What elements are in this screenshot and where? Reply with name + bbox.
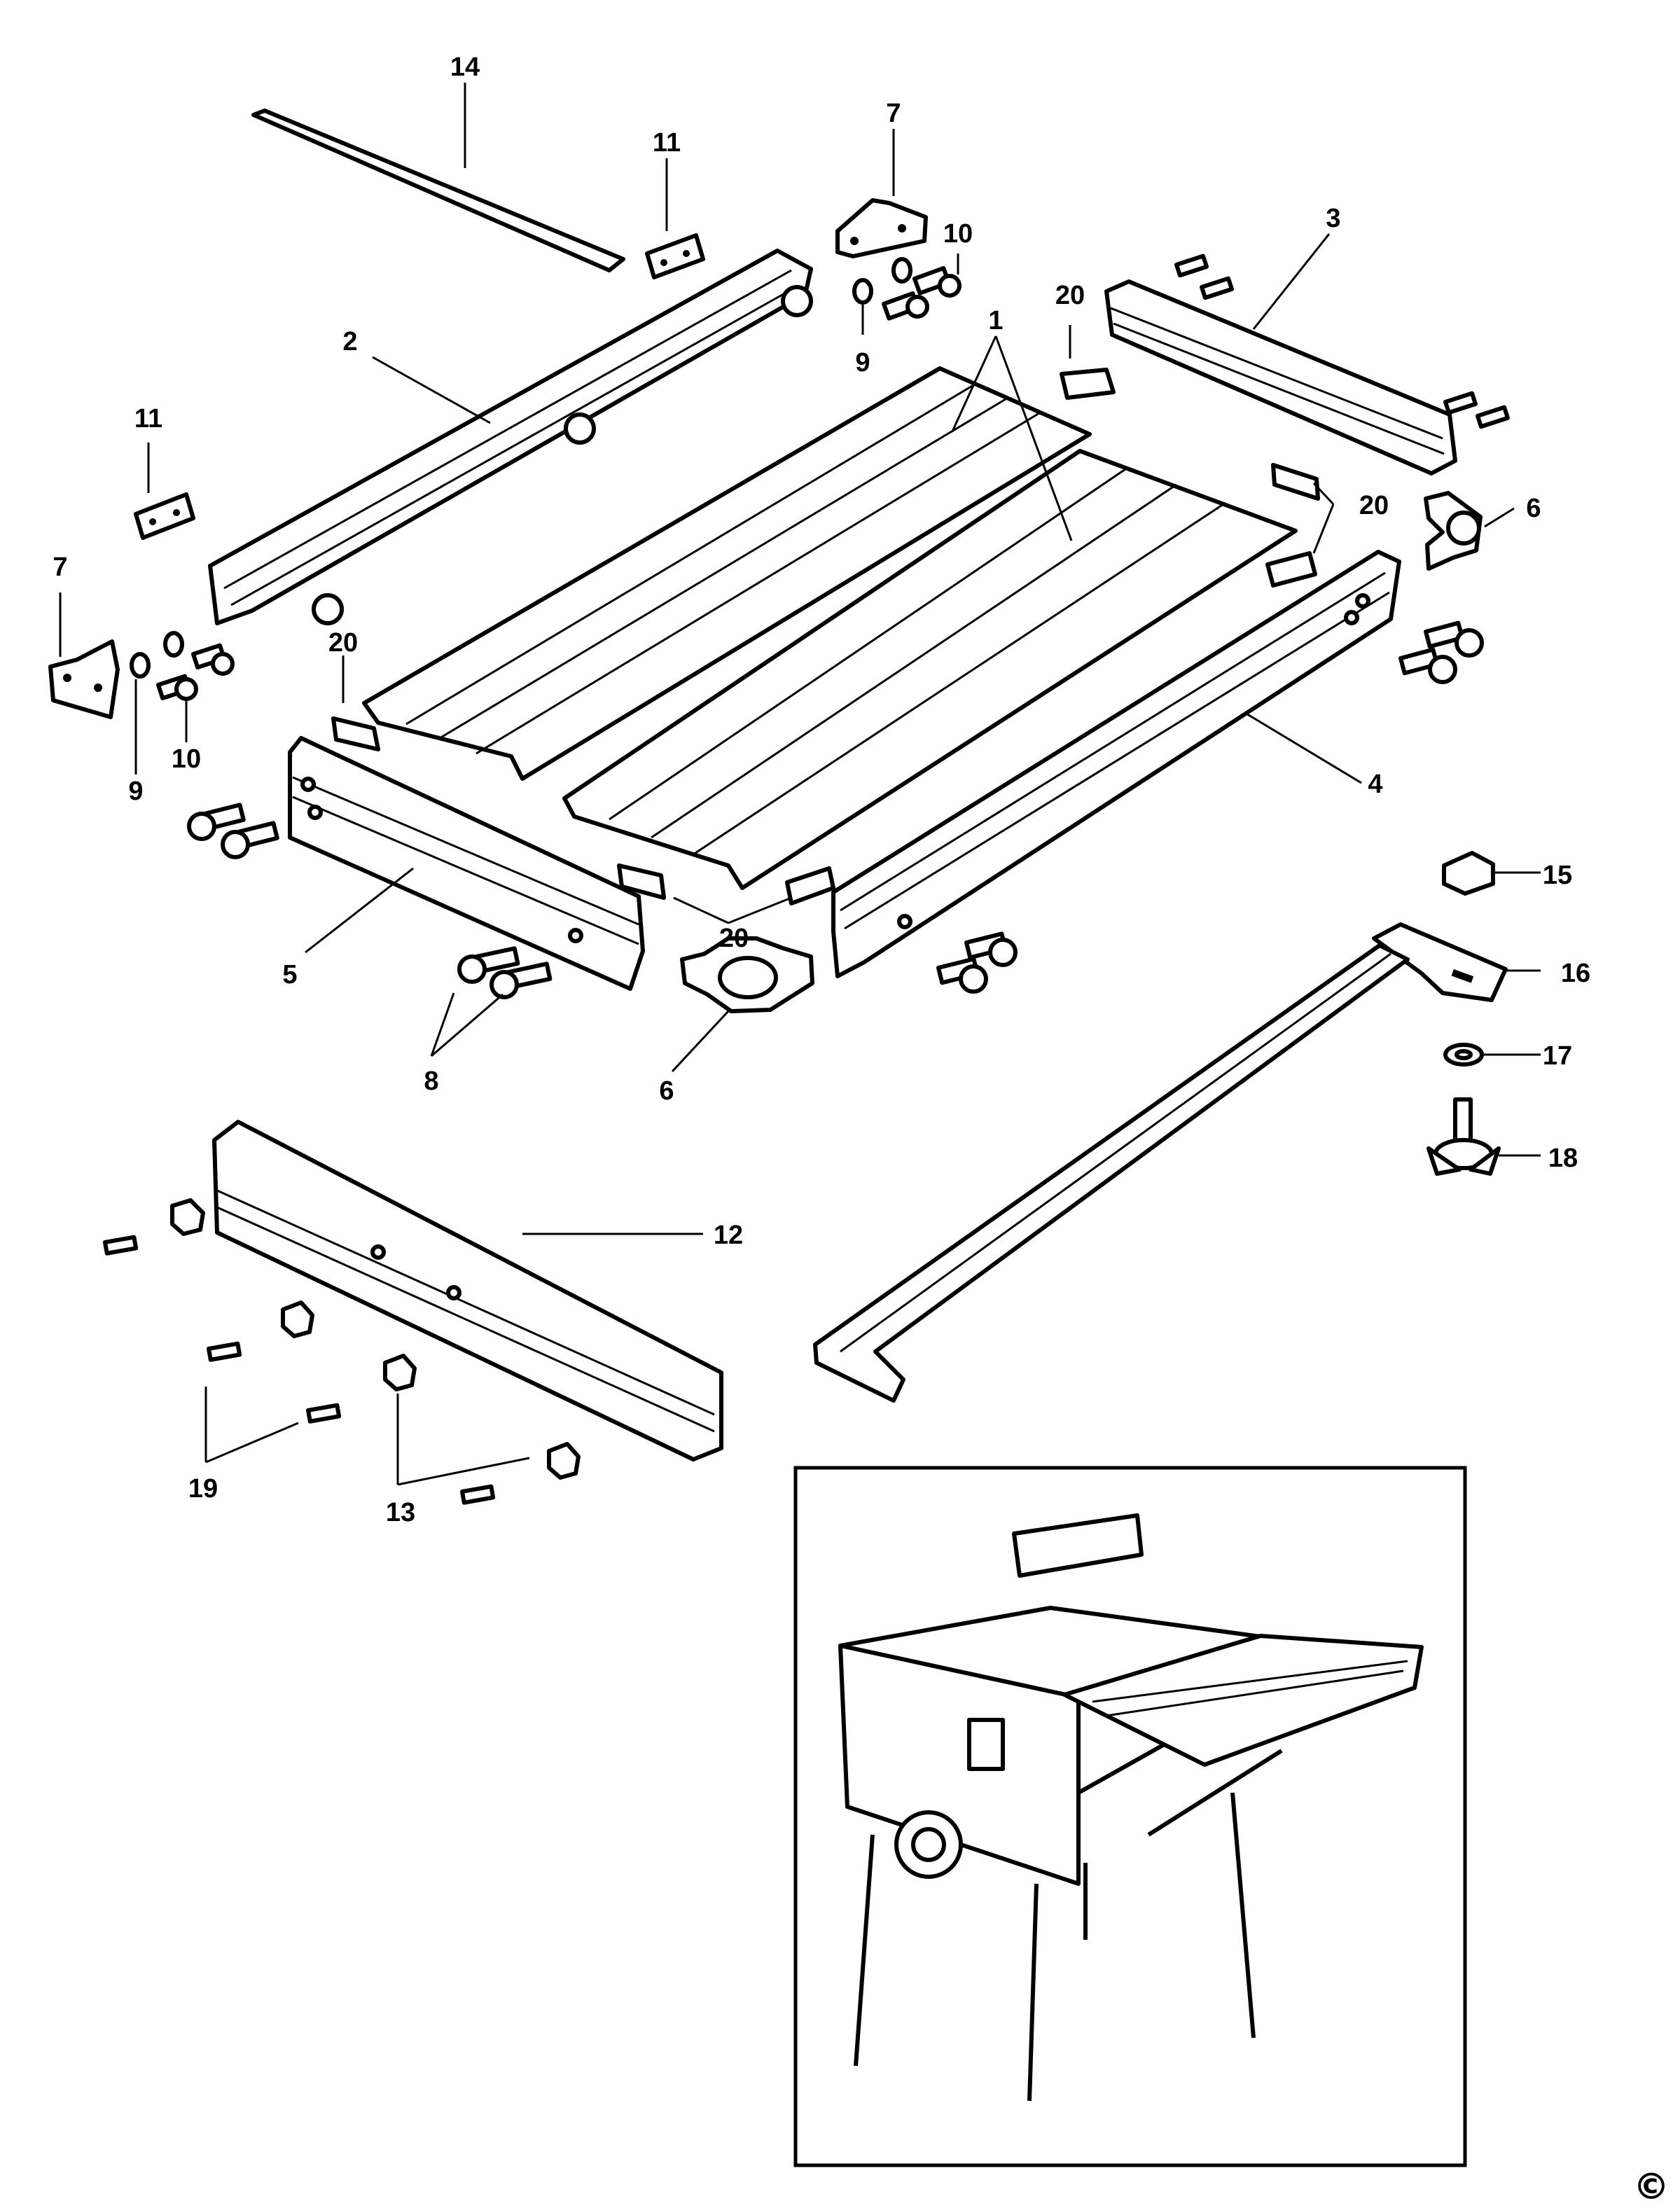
part-clamp: [680, 936, 814, 1013]
part-label-8: 8: [424, 1067, 438, 1096]
part-label-18: 18: [1548, 1144, 1578, 1173]
part-label-13: 13: [386, 1498, 415, 1527]
part-table-board-right: [562, 449, 1298, 890]
part-label-20: 20: [719, 924, 749, 953]
part-label-19: 19: [188, 1474, 218, 1504]
part-strip: [251, 109, 625, 272]
part-small-block: [645, 233, 705, 279]
part-label-7: 7: [53, 553, 67, 582]
part-label-16: 16: [1561, 959, 1590, 988]
part-screws-right: [1398, 620, 1484, 684]
part-washer: [1443, 1043, 1484, 1067]
part-label-3: 3: [1326, 204, 1340, 233]
part-labels: 14 11 7 10 3 2 1 20 9 11 20 6 7 20 10 9 …: [53, 53, 1669, 2208]
part-spacer-block: [1265, 463, 1320, 588]
part-cap-screws: [457, 946, 553, 999]
inset-assembled-table-saw: [793, 1466, 1467, 2167]
part-grub-screws: [102, 1235, 496, 1505]
part-long-channel: [212, 1120, 723, 1461]
part-square-nuts: [170, 1198, 581, 1480]
part-wing-bolt: [1426, 1097, 1501, 1176]
part-short-extrusion: [1104, 279, 1457, 475]
part-label-20: 20: [1055, 281, 1085, 310]
part-label-15: 15: [1543, 861, 1572, 890]
part-label-11: 11: [653, 128, 681, 158]
part-label-10: 10: [172, 744, 201, 774]
part-square-nut: [1442, 851, 1495, 896]
part-label-2: 2: [342, 327, 357, 356]
part-long-extrusion-right: [831, 550, 1401, 978]
part-spacer-block: [1060, 368, 1116, 400]
part-label-5: 5: [282, 960, 297, 990]
part-label-9: 9: [128, 777, 143, 806]
part-label-4: 4: [1368, 770, 1382, 799]
copyright-mark: ©: [1633, 2166, 1669, 2208]
part-screws-left: [187, 803, 279, 859]
part-spacer-block: [617, 863, 835, 905]
part-spacer-block: [331, 716, 380, 751]
part-label-14: 14: [450, 53, 480, 82]
part-label-11: 11: [134, 404, 162, 433]
part-long-extrusion-left: [288, 736, 645, 991]
part-angle-bracket: [48, 639, 120, 719]
part-label-6: 6: [1526, 494, 1541, 523]
part-label-9: 9: [855, 348, 870, 377]
part-angle-bracket: [835, 198, 928, 258]
part-label-17: 17: [1543, 1041, 1572, 1071]
part-label-1: 1: [988, 306, 1003, 335]
part-clamp: [1424, 491, 1483, 571]
part-bolts-washers-top: [852, 257, 962, 321]
part-rail-with-knobs: [208, 249, 813, 625]
part-label-10: 10: [943, 219, 973, 249]
leader-lines: [59, 83, 1541, 1486]
part-screws-top-right: [1174, 254, 1510, 429]
part-support-bar: [813, 922, 1508, 1403]
part-small-block: [134, 492, 195, 540]
part-label-20: 20: [328, 628, 358, 658]
part-label-12: 12: [714, 1221, 743, 1250]
part-label-6: 6: [659, 1076, 674, 1106]
part-label-20: 20: [1359, 491, 1389, 520]
part-table-board-left: [362, 366, 1092, 781]
part-label-7: 7: [886, 99, 901, 128]
part-bolts-washers-left: [130, 631, 235, 701]
part-screws-mid: [936, 931, 1018, 994]
